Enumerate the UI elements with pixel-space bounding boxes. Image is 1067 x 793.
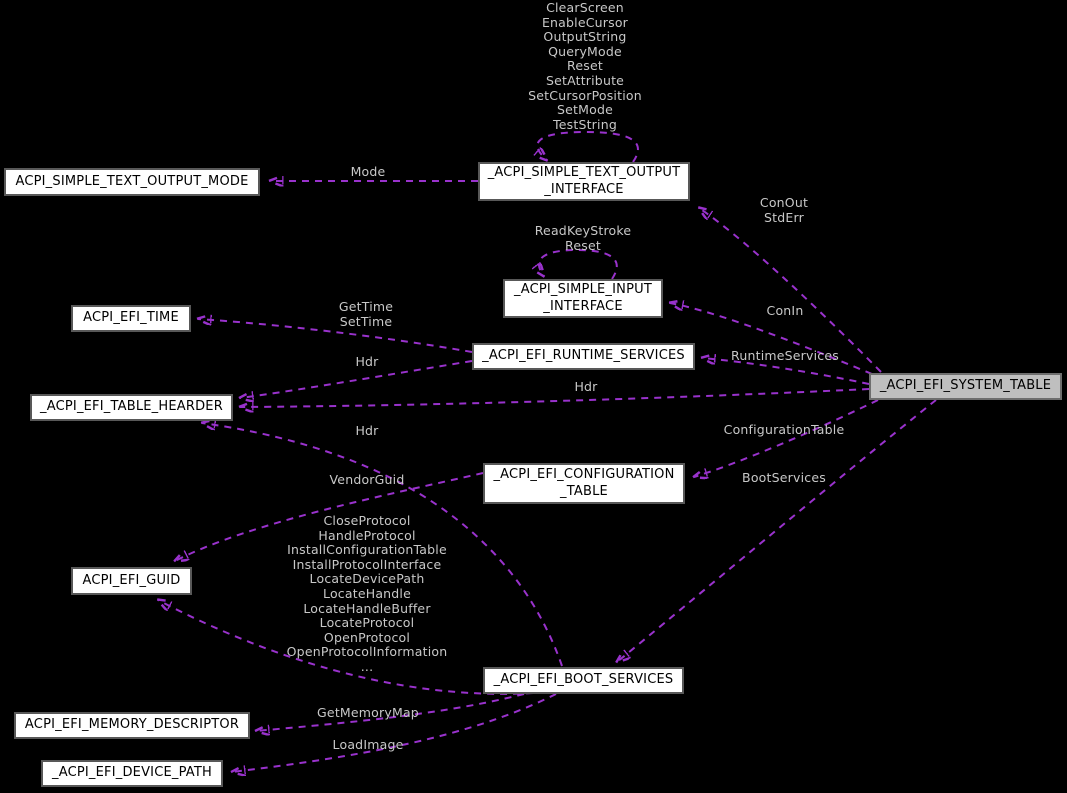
node-input-interface[interactable]: _ACPI_SIMPLE_INPUT _INTERFACE [503, 279, 663, 318]
node-table-hearder[interactable]: _ACPI_EFI_TABLE_HEARDER [30, 394, 233, 421]
edge-label-runtimeservices: RuntimeServices [731, 348, 839, 363]
edge-label-boot-guid-members: CloseProtocol HandleProtocol InstallConf… [286, 513, 448, 674]
node-efi-guid[interactable]: ACPI_EFI_GUID [71, 567, 192, 595]
edge-bootservices [617, 399, 937, 662]
edge-label-getmemorymap: GetMemoryMap [317, 705, 419, 720]
node-configuration-table[interactable]: _ACPI_EFI_CONFIGURATION _TABLE [483, 463, 685, 504]
node-memory-descriptor[interactable]: ACPI_EFI_MEMORY_DESCRIPTOR [14, 712, 250, 739]
node-runtime-services[interactable]: _ACPI_EFI_RUNTIME_SERVICES [472, 343, 695, 370]
node-boot-services[interactable]: _ACPI_EFI_BOOT_SERVICES [483, 667, 684, 694]
edge-label-bootservices: BootServices [742, 470, 826, 485]
edge-label-loadimage: LoadImage [332, 737, 404, 752]
edge-label-configurationtable: ConfigurationTable [723, 422, 845, 437]
edge-label-gettime-settime: GetTime SetTime [338, 299, 394, 329]
node-output-interface[interactable]: _ACPI_SIMPLE_TEXT_OUTPUT _INTERFACE [478, 162, 690, 201]
edge-conout-stderr [699, 208, 882, 373]
edge-output-selfloop [537, 130, 639, 162]
edge-getmemorymap [256, 693, 525, 731]
edge-label-hdr-runtime: Hdr [355, 354, 379, 369]
edge-label-input-selfloop: ReadKeyStroke Reset [534, 223, 632, 253]
edge-configurationtable [694, 399, 879, 477]
edge-loadimage [232, 693, 557, 772]
edge-label-hdr-system: Hdr [574, 379, 598, 394]
edge-hdr-from-runtime [240, 360, 473, 398]
node-efi-time[interactable]: ACPI_EFI_TIME [71, 305, 191, 332]
edge-hdr-from-system [240, 388, 870, 407]
edge-label-output-selfloop: ClearScreen EnableCursor OutputString Qu… [528, 0, 642, 132]
edge-input-selfloop [539, 248, 618, 279]
edge-boot-guid [158, 600, 547, 695]
edge-label-conin: ConIn [766, 303, 804, 318]
node-output-mode[interactable]: ACPI_SIMPLE_TEXT_OUTPUT_MODE [4, 168, 260, 196]
edge-label-mode: Mode [350, 164, 386, 179]
edge-label-conout-stderr: ConOut StdErr [759, 195, 809, 225]
node-system-table[interactable]: _ACPI_EFI_SYSTEM_TABLE [869, 373, 1062, 400]
edge-label-hdr-boot: Hdr [355, 423, 379, 438]
edge-hdr-from-boot [202, 423, 563, 667]
edge-label-vendorguid: VendorGuid [329, 472, 405, 487]
node-device-path[interactable]: _ACPI_EFI_DEVICE_PATH [41, 760, 223, 787]
edge-gettime-settime [198, 319, 473, 353]
edge-conin [670, 303, 873, 375]
